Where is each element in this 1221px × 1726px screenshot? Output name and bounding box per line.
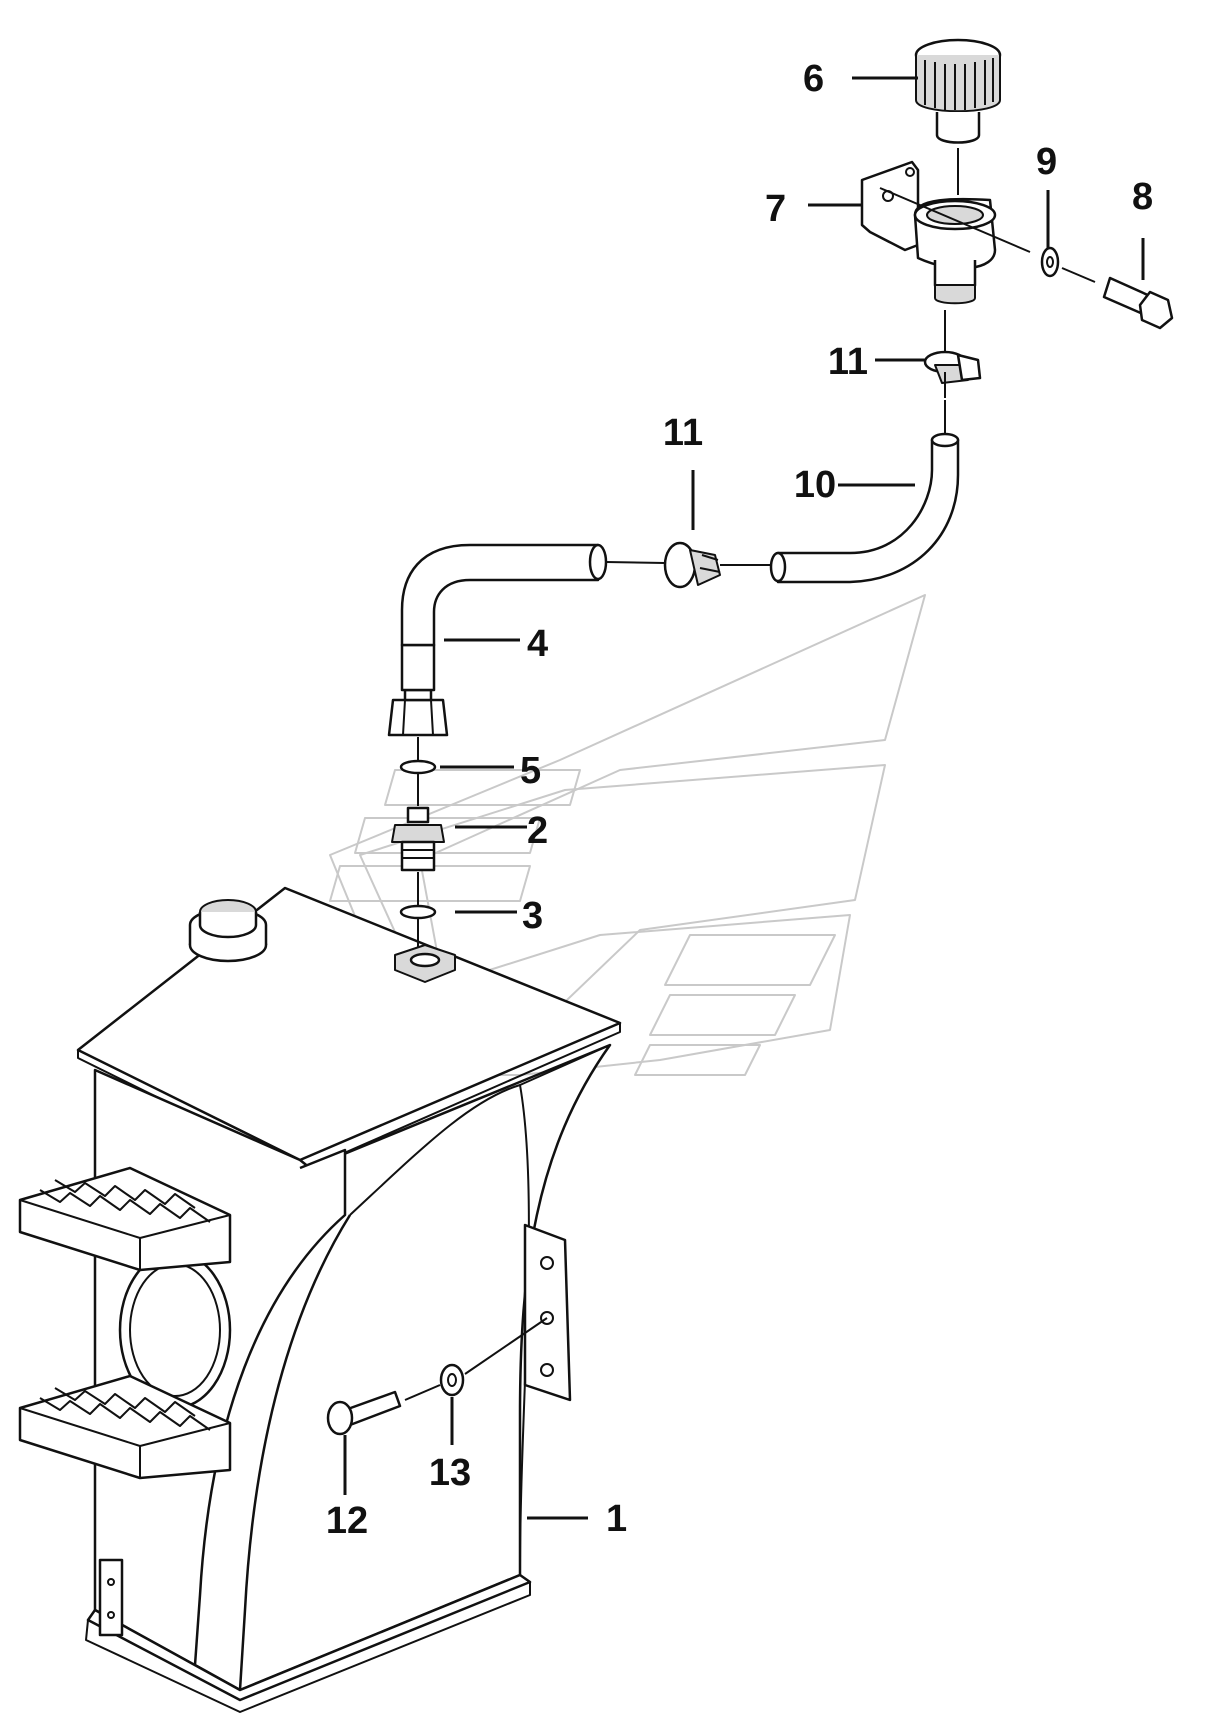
hose-4-end xyxy=(588,543,608,581)
callout-12: 12 xyxy=(326,1500,368,1542)
hose-10-end xyxy=(769,551,787,583)
bolt-8-shape xyxy=(1102,276,1174,330)
leader-lines xyxy=(343,76,1145,1520)
bolt-12-shape xyxy=(326,1384,441,1436)
callout-4: 4 xyxy=(527,623,548,665)
hose-10-top xyxy=(930,432,960,448)
clamp-lower-shape xyxy=(663,541,773,589)
callout-3: 3 xyxy=(522,895,543,937)
callout-7: 7 xyxy=(765,188,786,230)
callout-1: 1 xyxy=(606,1498,627,1540)
callout-6: 6 xyxy=(803,58,824,100)
callout-11-upper: 11 xyxy=(828,341,868,383)
washer-9-shape xyxy=(879,187,1096,283)
o-ring-5-shape xyxy=(399,759,437,775)
callout-10: 10 xyxy=(794,464,836,506)
callout-8: 8 xyxy=(1132,176,1153,218)
callout-13: 13 xyxy=(429,1452,471,1494)
washer-13-shape xyxy=(439,1317,548,1397)
clamp-upper-shape xyxy=(923,310,982,398)
breather-cap-6-shape xyxy=(914,38,1002,195)
hose-4-shape xyxy=(400,543,600,647)
callout-9: 9 xyxy=(1036,141,1057,183)
callout-2: 2 xyxy=(527,810,548,852)
fittings-column xyxy=(387,643,449,948)
washer-3-shape xyxy=(399,904,437,920)
callout-5: 5 xyxy=(520,750,541,792)
bracket-7-shape xyxy=(860,160,997,305)
callout-11-lower: 11 xyxy=(663,412,703,454)
hose-10-shape xyxy=(776,438,960,584)
tank-assembly xyxy=(18,886,622,1713)
hose-4-connector xyxy=(605,561,666,564)
